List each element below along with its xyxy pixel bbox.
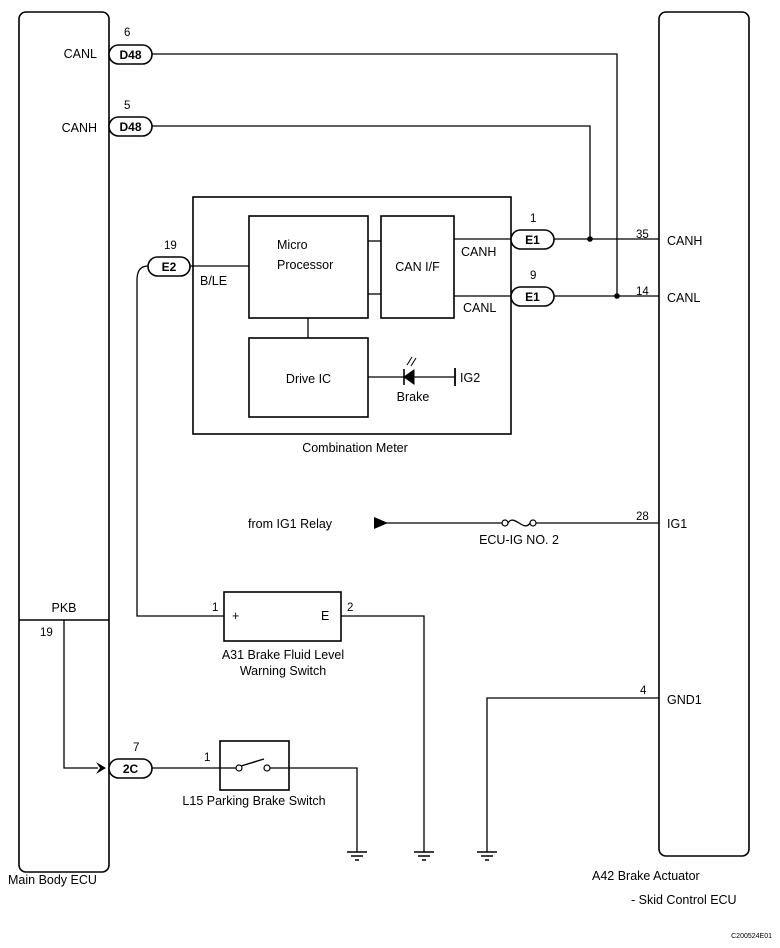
switch-contact-right [263,764,271,772]
actuator-ig1-pin: 28 [636,511,649,523]
ecu-pkb-label: PKB [51,601,76,615]
ecu-can-connectors: 6 D48 5 D48 [108,27,153,137]
fluid-switch-label-1: A31 Brake Fluid Level [222,648,344,662]
drive-ic-label: Drive IC [286,372,331,386]
figure-code: C200524E01 [731,933,772,940]
main-body-ecu-box [18,11,110,873]
main-body-ecu: Main Body ECU CANL CANH PKB 19 [8,11,110,887]
e1-canh-label: E1 [525,233,540,247]
micro-processor-block [248,215,369,319]
parking-switch-pin: 1 [204,752,210,764]
brake-lamp-label: Brake [397,390,430,404]
actuator-ig1-label: IG1 [667,517,687,531]
fluid-switch-label-2: Warning Switch [240,664,326,678]
drive-ic-block [248,337,369,418]
d48-canl-pin: 6 [124,27,130,39]
canl-junction [614,293,620,299]
combination-meter: Combination Meter Micro Processor CAN I/… [192,196,512,455]
fluid-switch-e: E [321,609,329,623]
e1-canl-pin: 9 [530,270,536,282]
fuse-terminal-right [529,519,537,527]
ig1-relay-label: from IG1 Relay [248,517,333,531]
led-ray-icon-1 [406,356,413,366]
micro-processor-label-2: Processor [277,258,333,272]
actuator-canl-label: CANL [667,291,700,305]
brake-actuator-box [658,11,750,857]
ecu-canl-label: CANL [64,47,97,61]
pkb-arrow-icon [96,762,106,774]
connector-2c-label: 2C [123,762,139,776]
actuator-gnd-label: GND1 [667,693,702,707]
canh-junction [587,236,593,242]
switch-lever-icon [240,758,265,767]
brake-actuator-ecu: A42 Brake Actuator - Skid Control ECU CA… [592,11,750,907]
ble-label: B/LE [200,274,227,288]
fluid-switch-pin1: 1 [212,602,218,614]
fluid-switch-pin2: 2 [347,602,353,614]
ground-icon [477,851,497,861]
actuator-canl-pin: 14 [636,286,649,298]
pkb-wire [63,620,98,769]
actuator-canh-label: CANH [667,234,702,248]
actuator-gnd-pin: 4 [640,685,647,697]
parking-brake-switch-box [219,740,290,791]
brake-actuator-label-2: - Skid Control ECU [631,893,737,907]
parking-switch-ground-wire [289,767,358,852]
switch-contact-left [235,764,243,772]
meter-canl-label: CANL [463,301,496,315]
e2-fluid-switch-wire [136,265,224,617]
canl-wire-ecu [152,53,618,296]
meter-canh-label: CANH [461,245,496,259]
micro-processor-label-1: Micro [277,238,308,252]
combination-meter-label: Combination Meter [302,441,408,455]
brake-actuator-label-1: A42 Brake Actuator [592,869,700,883]
canh-wire-ecu [152,125,591,239]
ground-icon [347,851,367,861]
e2-label: E2 [162,260,177,274]
e1-canh-pin: 1 [530,213,536,225]
gnd1-wire [486,697,659,852]
d48-canl-label: D48 [119,48,141,62]
fluid-level-switch-box [223,591,342,642]
d48-canh-pin: 5 [124,100,130,112]
fuse-icon [507,519,531,527]
d48-canh-label: D48 [119,120,141,134]
can-if-label: CAN I/F [395,260,440,274]
fluid-switch-plus: + [232,609,239,623]
actuator-canh-pin: 35 [636,229,649,241]
ecu-canh-label: CANH [62,121,97,135]
led-ray-icon-2 [410,357,417,367]
ecu-pkb-pin: 19 [40,627,53,639]
e2-pin: 19 [164,240,177,252]
fuse-terminal-left [501,519,509,527]
fluid-switch-ground-wire [341,615,425,852]
can-if-block [380,215,455,319]
ig1-arrow-icon [374,517,388,529]
ig2-label: IG2 [460,371,480,385]
parking-switch-label: L15 Parking Brake Switch [182,794,325,808]
connector-2c-pin: 7 [133,742,139,754]
e1-canl-label: E1 [525,290,540,304]
fuse-label: ECU-IG NO. 2 [479,533,559,547]
ground-icon [414,851,434,861]
main-body-ecu-label: Main Body ECU [8,873,97,887]
